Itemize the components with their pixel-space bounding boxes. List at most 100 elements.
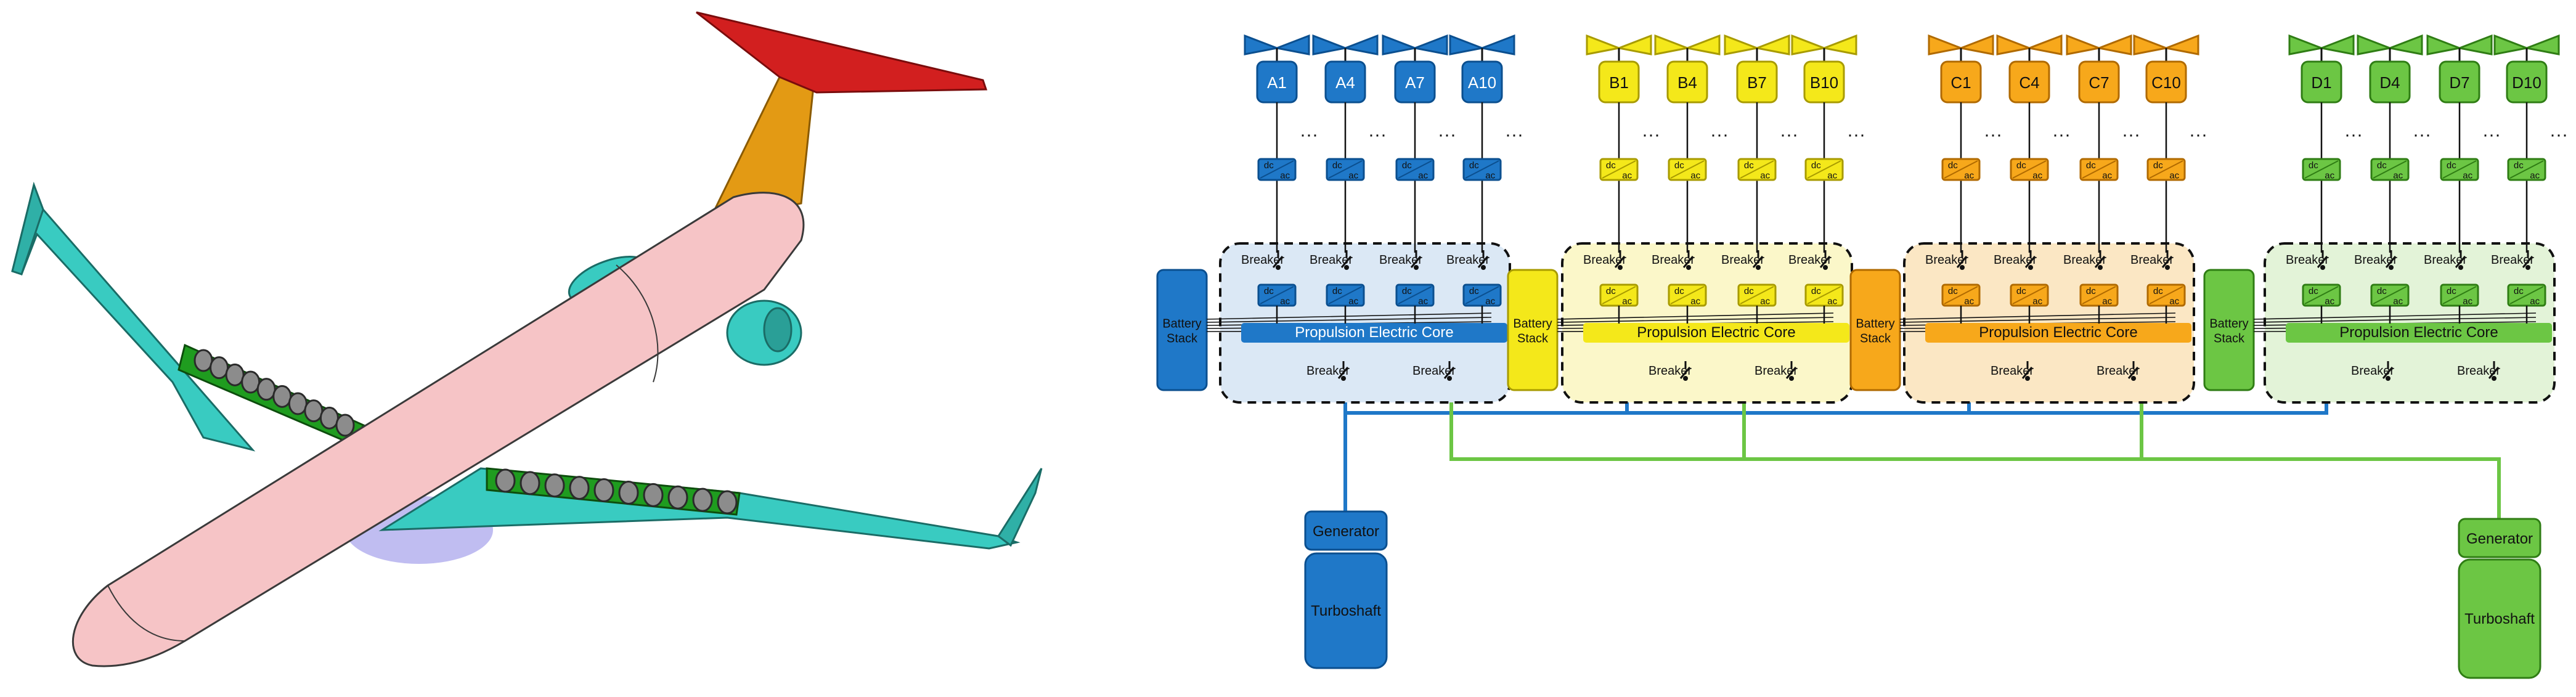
breaker-switch <box>2021 367 2033 379</box>
battery-bus-wire <box>1899 317 2176 323</box>
battery-stack <box>1507 269 1559 391</box>
propulsion-core-bar <box>1241 323 1507 343</box>
aircraft-fuselage-seam <box>616 264 659 383</box>
ellipsis-dots: ··· <box>2189 124 2207 145</box>
converter-label-top: dc <box>1332 160 1342 171</box>
battery-bus-wire <box>1206 317 1492 323</box>
battery-bus-wire <box>1557 312 1834 320</box>
breaker-label: Breaker <box>1310 253 1353 267</box>
converter-label-top: dc <box>1402 286 1412 296</box>
converter-label-top: dc <box>1811 286 1821 296</box>
turboshaft-label: Turboshaft <box>1311 603 1381 619</box>
converter-label-bottom: ac <box>1690 296 1700 306</box>
aircraft-engine-intake <box>763 307 793 353</box>
breaker-node <box>1960 265 1965 270</box>
converter-diagonal <box>1465 160 1499 179</box>
converter-label-bottom: ac <box>1690 170 1700 181</box>
battery-stack-label: Stack <box>1517 332 1549 346</box>
converter-diagonal <box>2509 160 2544 179</box>
battery-stack <box>2203 269 2255 391</box>
ellipsis-dots: ··· <box>1368 124 1387 145</box>
converter-diagonal <box>1328 160 1363 179</box>
breaker-label: Breaker <box>1446 253 1490 267</box>
propeller-icon <box>1342 34 1379 55</box>
aircraft-fuselage <box>71 192 805 667</box>
converter-diagonal <box>2012 160 2047 179</box>
converter-label-bottom: ac <box>2032 170 2042 181</box>
breaker-node <box>2492 376 2497 381</box>
converter-label-top: dc <box>2153 160 2163 171</box>
breaker-label: Breaker <box>1788 253 1832 267</box>
motor-label: D10 <box>2512 73 2541 92</box>
generator-label: Generator <box>1313 523 1379 540</box>
converter-label-top: dc <box>2514 286 2524 296</box>
converter-label-bottom: ac <box>1827 296 1837 306</box>
propeller-icon <box>692 487 713 512</box>
converter-label-bottom: ac <box>1418 170 1428 181</box>
propeller-icon <box>2493 34 2530 55</box>
breaker-node <box>1686 265 1691 270</box>
breaker-node <box>1683 376 1688 381</box>
aircraft-right-propellers <box>495 468 738 515</box>
converter-label-bottom: ac <box>2393 296 2403 306</box>
converter-diagonal <box>2082 160 2116 179</box>
converter-diagonal <box>1260 286 1294 304</box>
breaker-label: Breaker <box>2457 364 2500 378</box>
converter-diagonal <box>2442 286 2477 304</box>
propeller-icon <box>1312 34 1349 55</box>
converter-label-bottom: ac <box>1280 296 1290 306</box>
motor-label: A1 <box>1267 73 1287 92</box>
breaker-label: Breaker <box>1583 253 1626 267</box>
propeller-icon <box>1820 34 1857 55</box>
propeller-icon <box>2426 34 2463 55</box>
converter-label-bottom: ac <box>1760 170 1770 181</box>
breaker-switch <box>2317 256 2328 268</box>
converter-label-top: dc <box>1402 160 1412 171</box>
converter-label-top: dc <box>2447 286 2456 296</box>
propeller-icon <box>241 370 261 394</box>
battery-stack-label: Battery <box>1513 317 1552 331</box>
breaker-node <box>2386 376 2391 381</box>
generator-box <box>2458 518 2541 558</box>
aircraft-left-propellers <box>194 349 355 437</box>
converter-label-top: dc <box>1948 160 1958 171</box>
propeller-icon <box>520 471 540 495</box>
converter-label-bottom: ac <box>1485 170 1495 181</box>
converter-label-top: dc <box>2086 160 2096 171</box>
ellipsis-dots: ··· <box>2344 124 2363 145</box>
converter-diagonal <box>1740 286 1774 304</box>
converter-label-top: dc <box>2447 160 2456 171</box>
converter-label-bottom: ac <box>2530 296 2540 306</box>
converter-label-bottom: ac <box>1760 296 1770 306</box>
ellipsis-dots: ··· <box>1984 124 2002 145</box>
breaker-switch <box>1443 367 1455 379</box>
propeller-icon <box>495 468 516 493</box>
converter-label-top: dc <box>1948 286 1958 296</box>
battery-bus-wire <box>1557 317 1834 323</box>
converter-diagonal <box>1602 286 1636 304</box>
converter-diagonal <box>1465 286 1499 304</box>
breaker-switch <box>1340 256 1352 268</box>
converter-label-top: dc <box>2086 286 2096 296</box>
breaker-label: Breaker <box>1652 253 1695 267</box>
aircraft-left-winglet <box>11 181 44 275</box>
converter-label-bottom: ac <box>1964 170 1974 181</box>
breaker-node <box>2525 265 2530 270</box>
converter-label-top: dc <box>2309 160 2318 171</box>
motor-label: C4 <box>2019 73 2039 92</box>
converter-label-bottom: ac <box>2032 296 2042 306</box>
breaker-switch <box>2094 256 2106 268</box>
propeller-icon <box>272 385 292 408</box>
propeller-icon <box>304 399 324 423</box>
battery-stack-label: Battery <box>1856 317 1894 331</box>
